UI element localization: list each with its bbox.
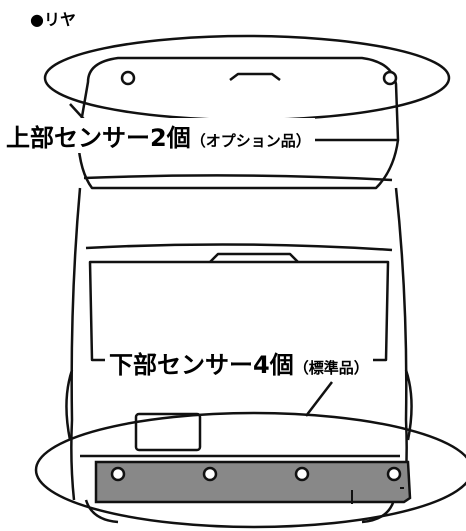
bus-roof-outline [76,56,400,142]
rear-window-top-bump [209,252,299,263]
left-wheel-arc [84,499,119,524]
middle-panel-line [85,243,393,252]
upper-sensor-right [382,70,398,86]
upper-sensor-label: 上部センサー2個（オプション品） [2,118,315,153]
lower-sensor-label: 下部センサー4個（標準品） [105,345,373,380]
lower-sensor-4 [386,466,402,482]
right-tail-lamp [404,369,413,441]
body-left-side [70,187,82,501]
upper-belt-line [83,174,393,182]
lower-sensor-highlight-ellipse [34,411,466,529]
lower-leader-line [305,381,333,417]
lower-sensor-label-main: 下部センサー4個 [109,351,294,379]
roof-vent [229,72,281,81]
upper-sensor-label-main: 上部センサー2個 [6,124,191,152]
upper-sensor-label-sub: （オプション品） [190,132,311,150]
lower-sensor-3 [294,466,310,482]
upper-body-panel [76,139,400,190]
section-title: ●リヤ [30,10,76,29]
lower-sensor-label-sub: （標準品） [293,359,369,377]
lower-sensor-1 [110,466,126,482]
rear-bumper [94,460,412,504]
body-right-side [394,187,408,501]
lower-sensor-2 [202,466,218,482]
bumper-step [351,487,404,504]
left-tail-lamp [65,369,74,441]
license-plate-frame [134,412,202,452]
rear-window [88,260,390,362]
upper-sensor-left [120,70,136,86]
